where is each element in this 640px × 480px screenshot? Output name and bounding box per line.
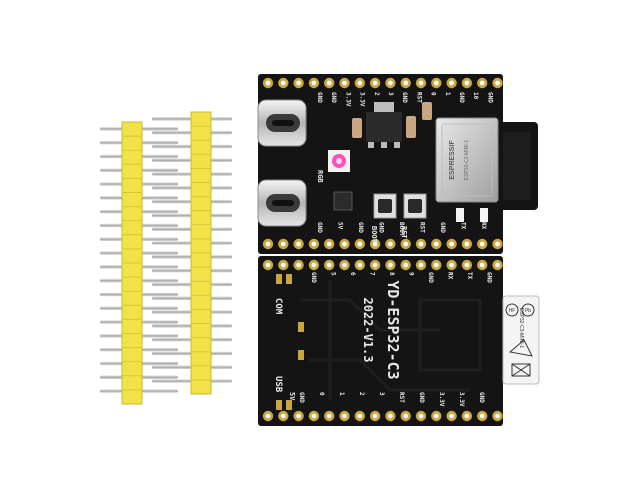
push-button-icon [373,193,397,219]
top-pin-label: BOOT [398,222,405,237]
top-pin-label: 3 [387,92,394,96]
top-pin-label: RST [419,222,426,233]
rst-label: RST [400,226,408,239]
top-pin-label: GND [439,222,446,233]
top-pin-label: 10 [472,92,479,100]
bottom-pin-label: 3.3V [458,392,465,407]
top-pin-label: 3.3V [344,92,351,107]
sticker-mark-hf: HF [509,308,516,314]
bottom-pin-label: 6 [349,272,356,276]
rgb-label: RGB [316,170,324,183]
bottom-pin-label: 9 [408,272,415,276]
bottom-pin-label: TX [466,272,473,280]
bottom-pin-label: 5 [330,272,337,276]
bottom-pin-label: RX [447,272,454,280]
top-pin-label: GND [486,92,493,103]
bottom-pin-label: 3 [378,392,385,396]
top-pin-label: 3.3V [359,92,366,107]
module-brand: ESPRESSIF [449,140,456,180]
chip-icon [435,117,499,203]
sticker-mark-pb: Pb [525,308,531,314]
board-version: 2022-V1.3 [361,297,375,362]
top-pin-label: GND [330,92,337,103]
top-pin-label: TX [460,222,467,230]
jumper-label: 5V [288,392,296,401]
bottom-pin-label: GND [478,392,485,403]
module-model: ESP32-C3-MINI-1 [464,140,470,181]
push-button-icon [403,193,427,219]
chip-icon [366,102,402,148]
bottom-pin-label: GND [486,272,493,283]
top-pin-label: 5V [337,222,344,230]
com-label: COM [273,298,283,315]
top-pin-label: RX [480,222,487,230]
bottom-pin-label: GND [427,272,434,283]
top-pin-label: GND [316,92,323,103]
pcb-bottom [258,256,503,426]
boot-label: BOOT [370,226,378,243]
rgb-led-icon [328,150,350,172]
top-pin-label: GND [378,222,385,233]
sticker-model: ESP32-C3-MINI-1 [518,308,524,349]
board-title: YD-ESP32-C3 [384,280,402,379]
bottom-pin-label: GND [298,392,305,403]
top-pin-label: GND [316,222,323,233]
bottom-board: YD-ESP32-C3 2022-V1.3 COM USB 5V GND 5 6 7 8… [258,256,540,426]
top-pin-label: GND [401,92,408,103]
bottom-pin-label: 0 [318,392,325,396]
bottom-pin-label: 3.3V [438,392,445,407]
top-pin-label: 0 [430,92,437,96]
bottom-pin-label: 2 [358,392,365,396]
bottom-pin-label: RST [398,392,405,403]
top-pin-label: GND [357,222,364,233]
antenna-icon [502,295,540,385]
chip-icon [333,191,353,211]
bottom-pin-label: 7 [369,272,376,276]
top-pin-label: 1 [444,92,451,96]
top-pin-label: RST [415,92,422,103]
usb-c-connector-icon [257,99,307,147]
usb-c-connector-icon [257,179,307,227]
usb-label: USB [273,376,283,393]
top-pin-label: GND [458,92,465,103]
bottom-pin-label: 1 [338,392,345,396]
pin-header-strips [100,111,232,405]
top-board: ESPRESSIF ESP32-C3-MINI-1 RGB BOOT RST G… [257,74,538,254]
bottom-pin-label: GND [418,392,425,403]
bottom-pin-label: GND [310,272,317,283]
bottom-pin-label: 8 [388,272,395,276]
top-pin-label: 2 [373,92,380,96]
